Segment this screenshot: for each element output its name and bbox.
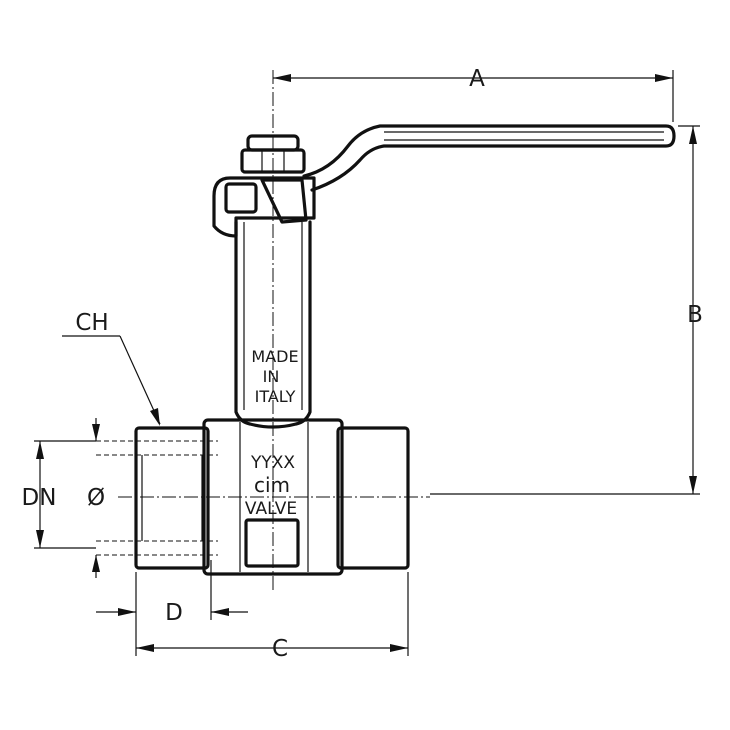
- marking-italy: ITALY: [255, 387, 296, 406]
- handle-assembly: [212, 124, 676, 238]
- dim-label-d: D: [165, 600, 183, 626]
- dimension-diameter: Ø: [87, 418, 105, 578]
- dimension-b: B: [430, 125, 703, 495]
- dimension-dn: DN: [22, 440, 96, 549]
- marking-made: MADE: [251, 347, 298, 366]
- dimension-ch: CH: [62, 310, 161, 426]
- dim-label-diameter: Ø: [87, 485, 105, 511]
- dim-label-ch: CH: [75, 310, 108, 336]
- dimension-a: A: [273, 66, 674, 122]
- dimension-d: D: [96, 560, 248, 626]
- dim-label-a: A: [469, 66, 485, 92]
- dim-label-dn: DN: [22, 485, 57, 511]
- dim-label-c: C: [272, 636, 288, 662]
- center-lines: [118, 70, 430, 590]
- marking-valve: VALVE: [245, 499, 297, 519]
- marking-date-code: YYXX: [250, 453, 295, 473]
- body-markings: MADE IN ITALY YYXX cim VALVE: [245, 347, 299, 519]
- dimension-c: C: [135, 572, 409, 662]
- marking-brand: cim: [254, 473, 290, 497]
- dim-label-b: B: [687, 302, 703, 328]
- marking-in: IN: [263, 367, 280, 386]
